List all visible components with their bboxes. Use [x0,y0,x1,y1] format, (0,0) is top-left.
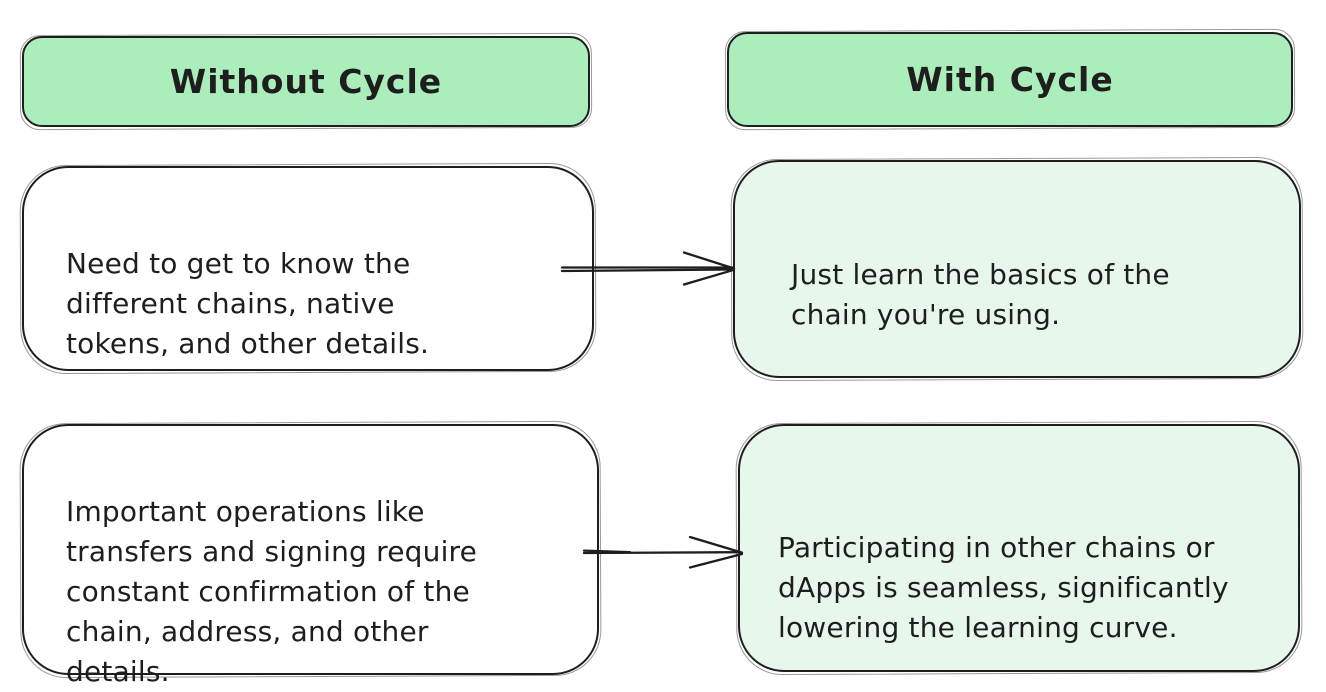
card-without-cycle-row2: Important operations like transfers and … [22,424,599,688]
card-without-cycle-row2-text: Important operations like transfers and … [66,495,478,688]
card-with-cycle-row2: Participating in other chains or dApps i… [738,424,1300,672]
header-without-cycle: Without Cycle [22,36,590,127]
card-without-cycle-row1-text: Need to get to know the different chains… [66,247,430,360]
header-without-cycle-label: Without Cycle [169,62,443,101]
card-without-cycle-row1: Need to get to know the different chains… [22,166,594,371]
header-with-cycle-label: With Cycle [906,60,1114,99]
card-with-cycle-row1: Just learn the basics of the chain you'r… [733,160,1301,378]
arrow-right-icon [560,251,736,286]
arrow-right-icon [582,535,744,569]
card-with-cycle-row2-text: Participating in other chains or dApps i… [778,531,1229,644]
card-with-cycle-row1-text: Just learn the basics of the chain you'r… [791,258,1170,331]
header-with-cycle: With Cycle [727,32,1293,127]
